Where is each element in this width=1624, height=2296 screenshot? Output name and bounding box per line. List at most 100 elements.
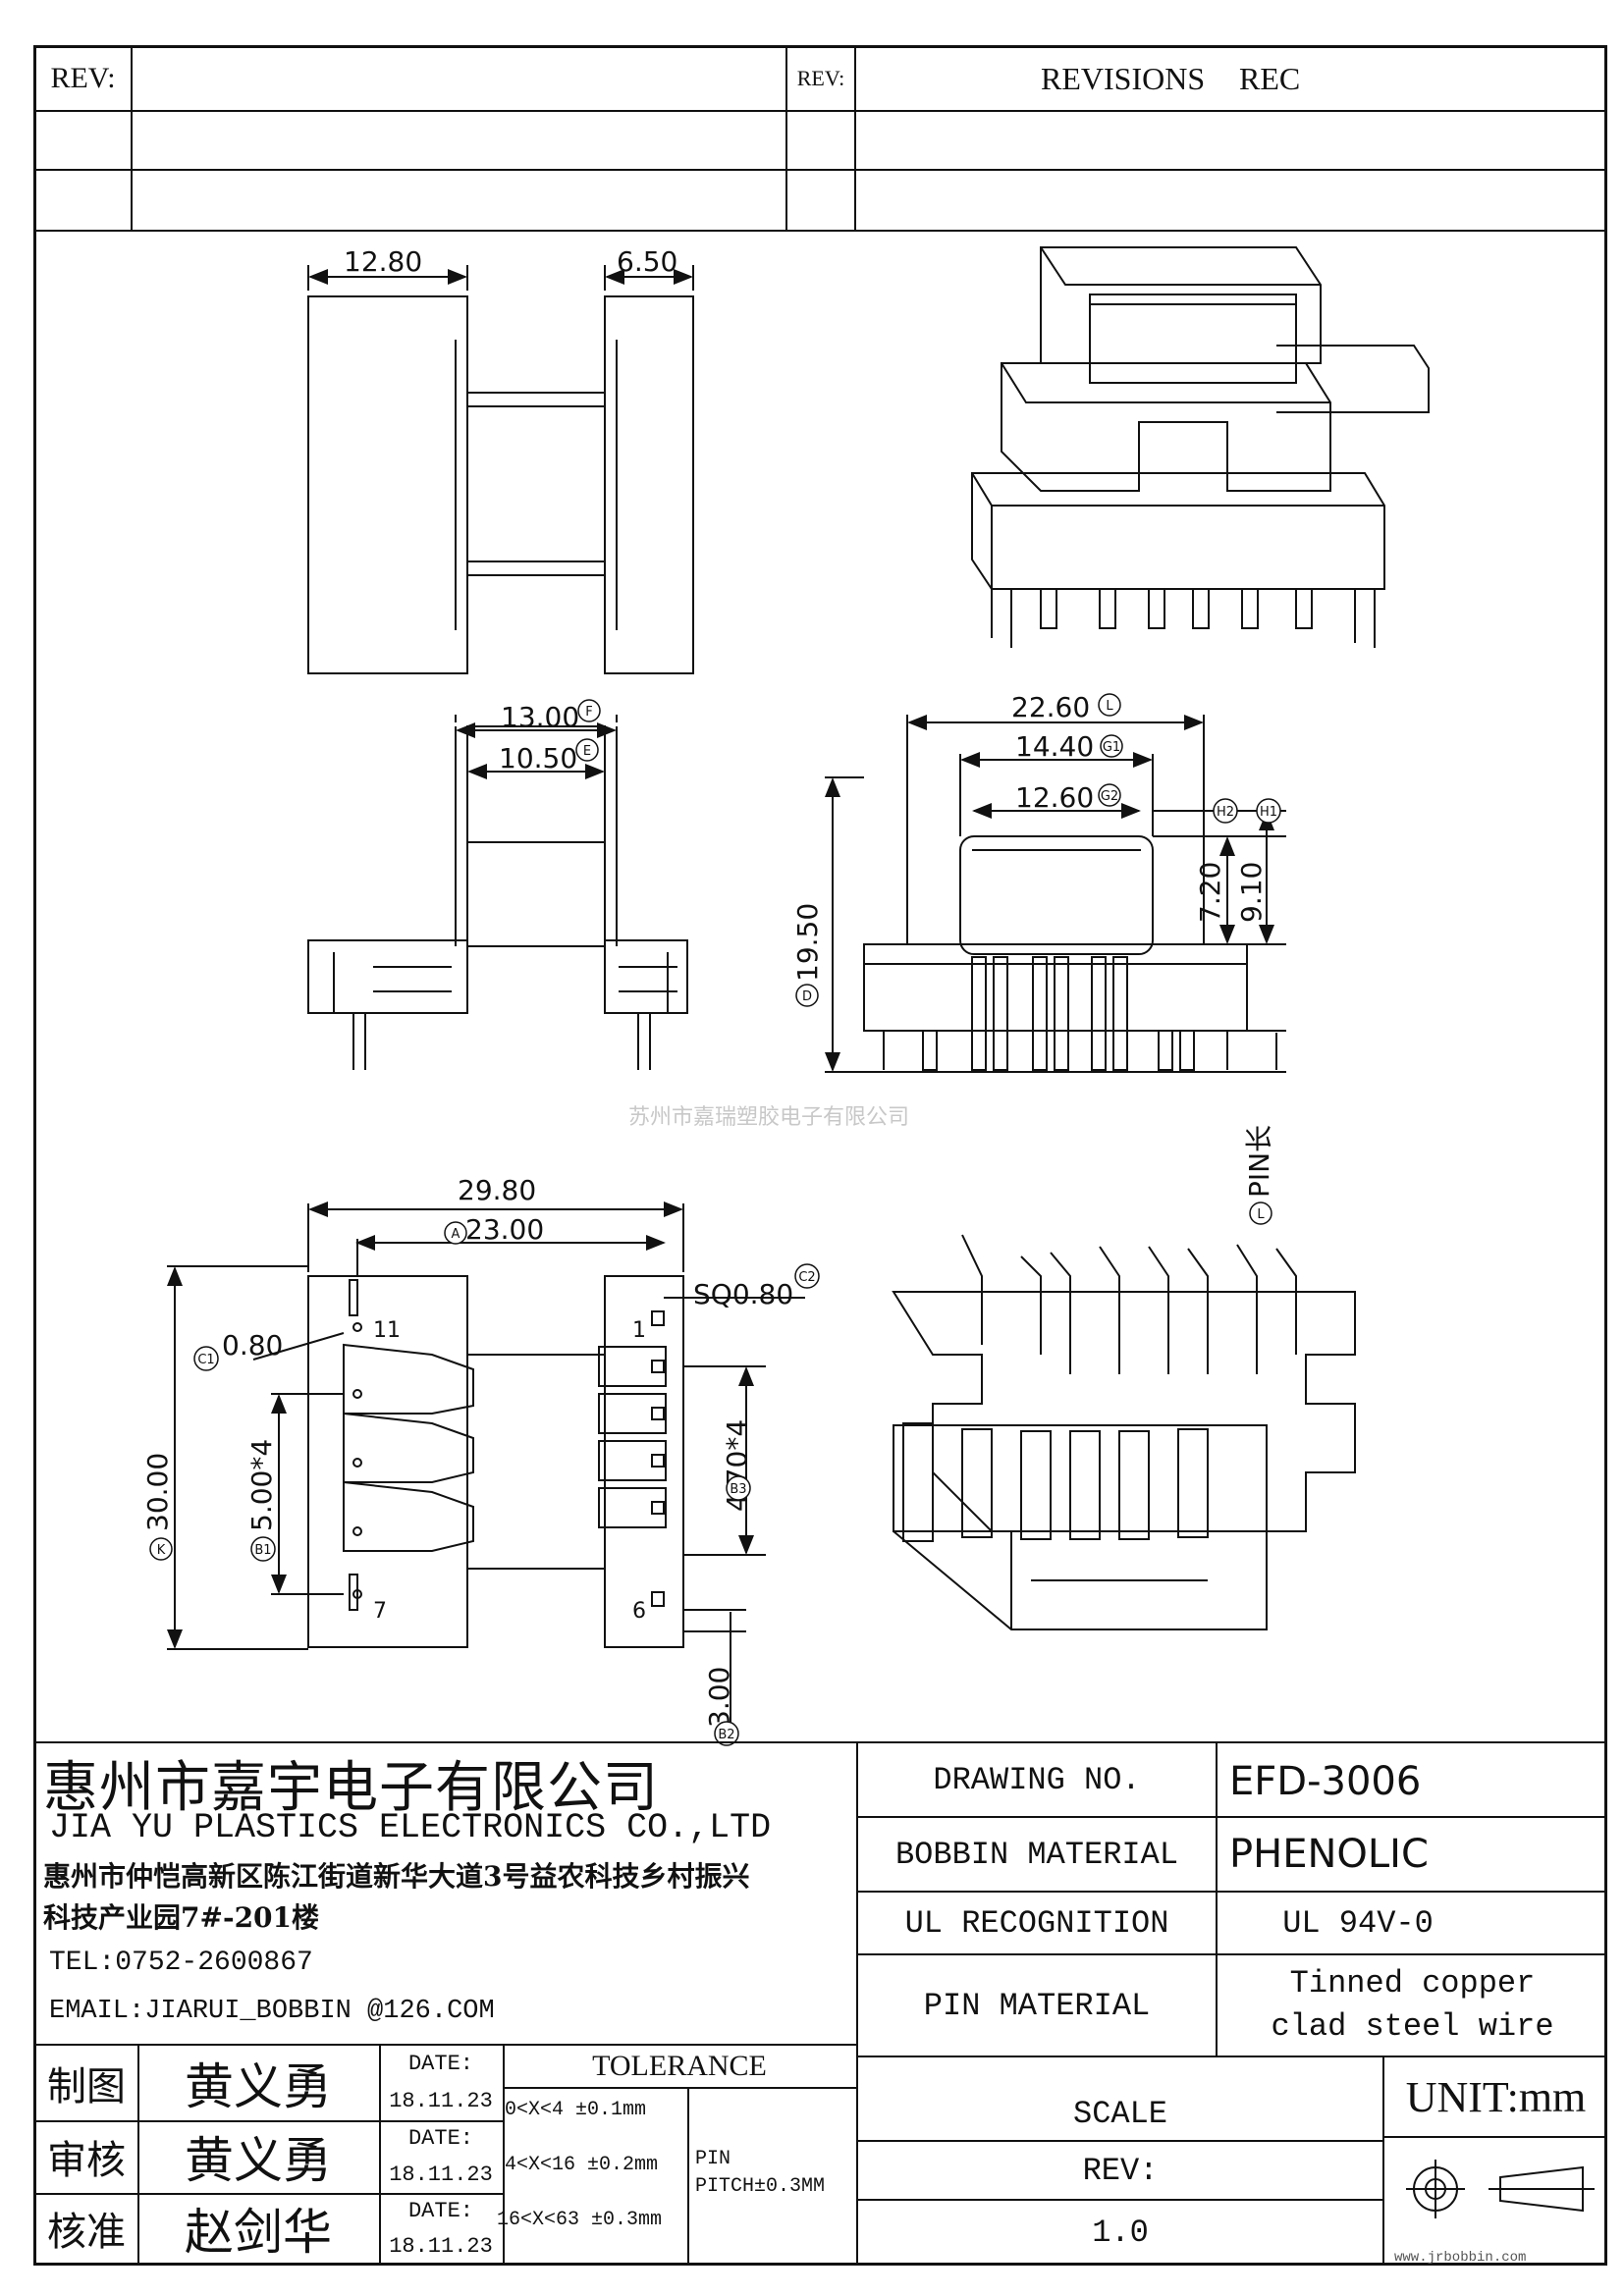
tag-b3: B3 [726, 1475, 751, 1501]
tag-c1: C1 [193, 1346, 219, 1371]
approval-date-label-approved: DATE: [407, 2198, 473, 2223]
tolerance-pin-label: PIN [695, 2148, 731, 2170]
company-email: EMAIL:JIARUI_BOBBIN @126.COM [49, 1997, 495, 2026]
dim-core-width-g2: 12.60 [1015, 781, 1094, 814]
projection-symbol-icon [1406, 2160, 1595, 2218]
approval-date-label-drawn: DATE: [407, 2051, 473, 2076]
dim-pin-square: SQ0.80 [693, 1278, 793, 1310]
tolerance-row-2: 4<X<16 ±0.2mm [505, 2154, 659, 2176]
dim-height-h1: 9.10 [1235, 862, 1268, 923]
dim-height-h2: 7.20 [1194, 862, 1226, 923]
rev-label-left: REV: [50, 62, 116, 94]
rev-label: REV: [1082, 2152, 1159, 2189]
dim-top-depth: 6.50 [617, 245, 677, 278]
approval-name-drawn: 黄义勇 [185, 2058, 332, 2115]
approval-role-checked: 审核 [47, 2138, 126, 2183]
svg-text:B3: B3 [730, 1482, 746, 1497]
tolerance-row-1: 0<X<4 ±0.1mm [505, 2099, 647, 2121]
rev-label-right: REV: [796, 66, 845, 90]
svg-text:K: K [157, 1543, 166, 1558]
tag-b1: B1 [250, 1536, 276, 1562]
tag-e: E [575, 738, 599, 762]
tolerance-row-3: 16<X<63 ±0.3mm [497, 2209, 663, 2231]
ul-recognition-label: UL RECOGNITION [904, 1904, 1169, 1942]
dim-flange-inner: 10.50 [499, 742, 577, 774]
svg-text:B2: B2 [718, 1728, 734, 1742]
svg-text:G2: G2 [1101, 789, 1118, 804]
tolerance-title: TOLERANCE [592, 2050, 767, 2082]
dim-top-width: 12.80 [344, 245, 422, 278]
tag-f: F [577, 699, 601, 722]
tolerance-pin-pitch: PITCH±0.3MM [695, 2175, 826, 2198]
bobbin-material-label: BOBBIN MATERIAL [894, 1836, 1179, 1873]
svg-text:C2: C2 [798, 1270, 815, 1285]
isometric-view-top [971, 246, 1430, 648]
unit-label: UNIT:mm [1405, 2072, 1587, 2121]
company-name-cn: 惠州市嘉宇电子有限公司 [43, 1756, 659, 1820]
dim-overall-length: 30.00 [141, 1453, 174, 1531]
tag-g2: G2 [1098, 783, 1121, 807]
top-view [307, 265, 694, 674]
tag-l: L [1098, 693, 1121, 717]
dim-pin-length: PIN长 [1243, 1125, 1275, 1198]
approval-role-drawn: 制图 [47, 2064, 126, 2109]
rev-value: 1.0 [1092, 2214, 1149, 2251]
tag-b2: B2 [714, 1721, 739, 1746]
dim-overall-height: 19.50 [791, 903, 824, 982]
company-address-line2: 科技产业园7#-201楼 [43, 1901, 320, 1934]
isometric-view-bottom [892, 1234, 1356, 1630]
front-view [825, 715, 1286, 1073]
dim-pitch-b1: 5.00*4 [245, 1439, 278, 1531]
bobbin-material-value: PHENOLIC [1229, 1832, 1429, 1877]
rec-label: REC [1239, 61, 1301, 96]
pin-material-label: PIN MATERIAL [923, 1987, 1151, 2024]
pin-number-6: 6 [632, 1599, 646, 1624]
ul-recognition-value: UL 94V-0 [1282, 1904, 1434, 1942]
dim-pin-diameter: 0.80 [222, 1329, 283, 1362]
pin-number-7: 7 [373, 1599, 387, 1624]
scale-label: SCALE [1072, 2095, 1167, 2132]
approval-name-approved: 赵剑华 [185, 2204, 332, 2261]
dim-bottom-width-a: 23.00 [465, 1213, 544, 1246]
tag-h2: H2 [1213, 798, 1238, 824]
tag-h1: H1 [1256, 798, 1281, 824]
approval-date-checked: 18.11.23 [389, 2162, 493, 2187]
pin-number-11: 11 [373, 1318, 401, 1343]
company-address-line1: 惠州市仲恺高新区陈江街道新华大道3号益农科技乡村振兴 [43, 1860, 750, 1893]
technical-drawing: 12.80 6.50 13.00 10.50 22.60 14.40 12.60… [141, 245, 1430, 1746]
tag-d: D [795, 984, 819, 1007]
svg-text:D: D [802, 989, 812, 1004]
svg-text:L: L [1257, 1207, 1265, 1222]
tag-k: K [149, 1537, 173, 1561]
svg-text:H1: H1 [1260, 805, 1277, 820]
pin-material-line1: Tinned copper [1289, 1964, 1536, 2002]
svg-text:F: F [585, 705, 592, 720]
company-tel: TEL:0752-2600867 [49, 1948, 313, 1978]
drawing-sheet [33, 45, 1607, 2266]
drawing-no-label: DRAWING NO. [933, 1761, 1141, 1798]
company-name-en: JIA YU PLASTICS ELECTRONICS CO.,LTD [49, 1808, 772, 1847]
dim-overall-width: 22.60 [1011, 691, 1090, 723]
svg-text:L: L [1106, 699, 1113, 714]
dim-bottom-width: 29.80 [458, 1174, 536, 1206]
revisions-label: REVISIONS [1041, 61, 1206, 96]
dim-flange-outer: 13.00 [501, 701, 579, 733]
website-text: www.jrbobbin.com [1394, 2250, 1527, 2266]
dim-pitch-b2: 3.00 [703, 1667, 735, 1728]
tag-c2: C2 [794, 1263, 820, 1289]
svg-text:C1: C1 [197, 1353, 214, 1367]
bottom-view [167, 1201, 805, 1728]
svg-text:G1: G1 [1103, 740, 1120, 755]
watermark: 苏州市嘉瑞塑胶电子有限公司 [628, 1105, 910, 1130]
pin-number-1: 1 [632, 1318, 646, 1343]
pin-material-line2: clad steel wire [1271, 2007, 1554, 2045]
tag-l-pin: L [1249, 1201, 1272, 1225]
svg-text:A: A [452, 1227, 460, 1242]
approval-date-drawn: 18.11.23 [389, 2088, 493, 2113]
svg-text:E: E [583, 744, 591, 759]
approval-date-approved: 18.11.23 [389, 2233, 493, 2259]
approval-role-approved: 核准 [47, 2210, 126, 2255]
drawing-no-value: EFD-3006 [1229, 1759, 1422, 1804]
tag-a: A [444, 1221, 467, 1245]
approval-name-checked: 黄义勇 [185, 2132, 332, 2189]
